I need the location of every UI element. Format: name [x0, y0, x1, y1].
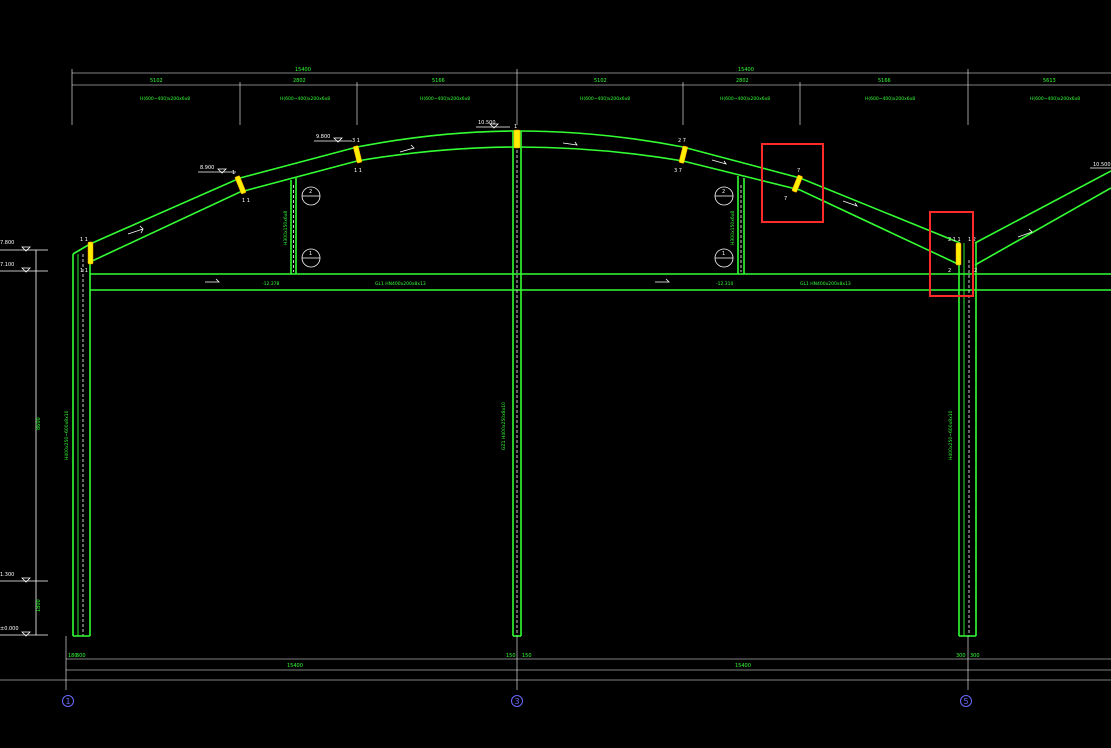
strut-left-label: H300x150x6x8 [283, 211, 289, 245]
dim-overall-right: 15400 [738, 67, 754, 73]
dim-bottom-small-3: 150 [506, 653, 516, 659]
svg-text:2 7: 2 7 [678, 138, 686, 144]
dim-bottom-small-1: 180 [68, 653, 78, 659]
elev-left-ground: ±0.000 [0, 626, 19, 632]
dim-left-base: 1800 [36, 599, 42, 612]
strut-left: H300x150x6x8 [283, 178, 297, 274]
axis-label-5: 5 [964, 697, 969, 706]
svg-text:1 1: 1 1 [354, 168, 362, 174]
elev-left-low: 1.300 [0, 572, 14, 578]
dim-panel-1: 5102 [150, 78, 163, 84]
tie-beam-mid-right: -12.310 [716, 281, 734, 287]
top-dimension-chain: 15400 15400 5102 2802 5166 5102 2802 516… [71, 67, 1111, 125]
elev-left-col-mid: 7.100 [0, 262, 14, 268]
strut-right-label: H300x150x6x8 [730, 211, 736, 245]
svg-text:1: 1 [232, 170, 235, 176]
marker-1-left: 1 [309, 251, 312, 257]
bottom-dimension-chain: 180 600 150 150 300 300 15400 15400 [0, 636, 1111, 690]
column-axis-5: H400x250~600x8x10 [948, 243, 977, 637]
svg-text:1 2: 1 2 [968, 237, 976, 243]
svg-text:3 1: 3 1 [352, 138, 360, 144]
rafter-label-1: H(600~400)x200x6x8 [140, 96, 190, 102]
column-right-label: H400x250~600x8x10 [948, 410, 954, 460]
elev-left-col-top: 7.800 [0, 240, 14, 246]
axis-bubbles: 1 3 5 [62, 695, 972, 707]
marker-2-left: 2 [309, 189, 312, 195]
dim-panel-7: 5613 [1043, 78, 1056, 84]
svg-text:1 1: 1 1 [80, 237, 88, 243]
dim-panel-3: 5166 [432, 78, 445, 84]
tie-beam-mid-left: -12.378 [262, 281, 280, 287]
rafter-label-6: H(600~400)x200x6x8 [865, 96, 915, 102]
rafter-label-7: H(600~400)x200x6x8 [1030, 96, 1080, 102]
dim-panel-6: 5166 [878, 78, 891, 84]
svg-text:2 1 1: 2 1 1 [948, 237, 961, 243]
dim-bottom-small-6: 300 [970, 653, 980, 659]
axis-label-3: 3 [515, 697, 520, 706]
svg-text:3 7: 3 7 [674, 168, 682, 174]
svg-text:2: 2 [948, 268, 951, 274]
svg-text:7: 7 [797, 168, 800, 174]
strut-right: H300x150x6x8 [730, 176, 745, 274]
left-elevation-markers: 7.800 7.100 1.300 ±0.000 8600 1800 [0, 240, 48, 637]
elev-lower-left: 8.900 [200, 165, 214, 171]
marker-1-right: 1 [722, 251, 725, 257]
dim-bottom-small-2: 600 [76, 653, 86, 659]
svg-text:1: 1 [514, 124, 517, 130]
dim-left-height: 8600 [36, 417, 42, 430]
column-axis-1: H400x250~600x8x10 [64, 243, 91, 637]
rafter-label-4: H(600~400)x200x6x8 [580, 96, 630, 102]
elev-upper-left: 9.800 [316, 134, 330, 140]
dim-bottom-overall-left: 15400 [287, 663, 303, 669]
dim-panel-2: 2802 [293, 78, 306, 84]
column-center-label: GZ1 H400x250x8x10 [501, 402, 507, 450]
connection-marks: 1 1 1 1 1 1 1 3 1 1 1 1 2 7 3 7 7 7 2 1 … [80, 124, 977, 274]
detail-markers: 2 1 2 1 [301, 186, 734, 268]
elev-right-edge: 10.500 [1093, 162, 1111, 168]
svg-text:1 1: 1 1 [242, 198, 250, 204]
joints [87, 129, 962, 266]
svg-text:2: 2 [974, 268, 977, 274]
rafter-label-5: H(600~400)x200x6x8 [720, 96, 770, 102]
svg-text:7: 7 [784, 196, 787, 202]
axis-label-1: 1 [66, 697, 71, 706]
dim-bottom-small-5: 300 [956, 653, 966, 659]
slope-arrows [127, 141, 1033, 283]
svg-text:1 1: 1 1 [80, 268, 88, 274]
dim-panel-5: 2802 [736, 78, 749, 84]
marker-2-right: 2 [722, 189, 725, 195]
rafter-label-3: H(600~400)x200x6x8 [420, 96, 470, 102]
dim-bottom-small-4: 150 [522, 653, 532, 659]
column-axis-3: GZ1 H400x250x8x10 [501, 131, 522, 637]
tie-beam-label-right: GL1 HN400x200x8x13 [800, 281, 851, 287]
rafter-label-2: H(600~400)x200x6x8 [280, 96, 330, 102]
roof-elevation-tags: 10.500 9.800 8.900 10.500 [198, 120, 1111, 174]
column-left-label: H400x250~600x8x10 [64, 410, 70, 460]
tie-beam-label-left: GL1 HN400x200x8x13 [375, 281, 426, 287]
dim-bottom-overall-right: 15400 [735, 663, 751, 669]
highlight-box-column-joint [929, 211, 974, 297]
highlight-box-rafter-joint [761, 143, 824, 223]
elev-peak: 10.500 [478, 120, 496, 126]
tie-beam: GL1 HN400x200x8x13 GL1 HN400x200x8x13 -1… [90, 273, 1111, 291]
dim-panel-4: 5102 [594, 78, 607, 84]
dim-overall-left: 15400 [295, 67, 311, 73]
